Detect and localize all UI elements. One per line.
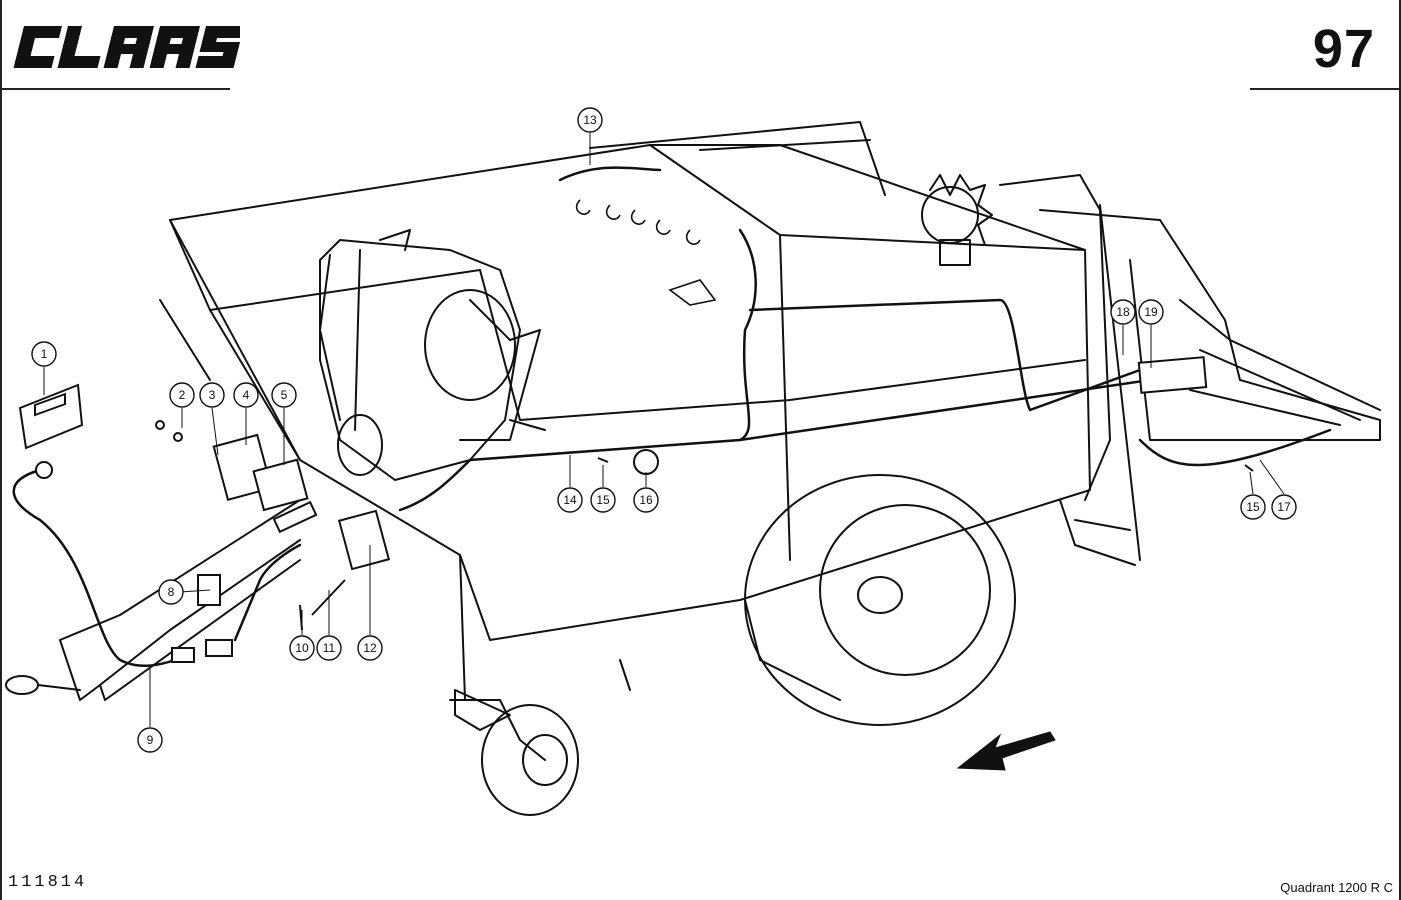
baler-body	[169, 144, 1091, 641]
callout-15b: 15	[1240, 494, 1266, 520]
display-unit	[18, 383, 84, 450]
callout-14: 14	[557, 487, 583, 513]
svg-text:14: 14	[563, 493, 577, 507]
svg-text:19: 19	[1144, 305, 1158, 319]
callout-18: 18	[1110, 299, 1136, 325]
svg-text:3: 3	[209, 388, 216, 402]
svg-text:5: 5	[281, 388, 288, 402]
svg-text:18: 18	[1116, 305, 1130, 319]
drawbar	[59, 539, 301, 701]
svg-text:13: 13	[583, 113, 597, 127]
model-name: Quadrant 1200 R C	[1280, 880, 1393, 895]
callout-11: 11	[316, 635, 342, 661]
callout-17: 17	[1271, 494, 1297, 520]
claas-logo	[13, 26, 240, 68]
caster-wheel	[481, 704, 579, 816]
callout-3: 3	[199, 382, 225, 408]
svg-text:15: 15	[596, 493, 610, 507]
bale-chute	[1039, 209, 1381, 441]
svg-text:4: 4	[243, 388, 250, 402]
svg-text:1: 1	[41, 347, 48, 361]
callout-1: 1	[31, 341, 57, 367]
callout-15: 15	[590, 487, 616, 513]
direction-arrow-icon	[956, 731, 1056, 771]
svg-text:12: 12	[363, 641, 377, 655]
callout-4: 4	[233, 382, 259, 408]
flywheel-housing	[319, 239, 521, 481]
svg-text:10: 10	[295, 641, 309, 655]
callout-9: 9	[137, 727, 163, 753]
callout-13: 13	[577, 107, 603, 133]
harness-display	[12, 468, 177, 667]
page-number: 97	[1312, 19, 1375, 79]
svg-text:11: 11	[323, 641, 336, 655]
svg-text:17: 17	[1277, 500, 1291, 514]
callout-5: 5	[271, 382, 297, 408]
svg-text:15: 15	[1246, 500, 1260, 514]
header-rule-right	[1250, 88, 1401, 90]
svg-text:8: 8	[168, 585, 175, 599]
callout-16: 16	[633, 487, 659, 513]
drawing-number: 111814	[8, 873, 88, 892]
svg-text:2: 2	[179, 388, 186, 402]
main-wheel	[744, 474, 1016, 726]
header-rule-left	[0, 88, 230, 90]
svg-text:9: 9	[147, 733, 154, 747]
callout-19: 19	[1138, 299, 1164, 325]
harness-main	[398, 228, 757, 512]
callout-10: 10	[289, 635, 315, 661]
callout-2: 2	[169, 382, 195, 408]
callout-12: 12	[357, 635, 383, 661]
svg-text:16: 16	[639, 493, 653, 507]
callout-8: 8	[158, 579, 184, 605]
